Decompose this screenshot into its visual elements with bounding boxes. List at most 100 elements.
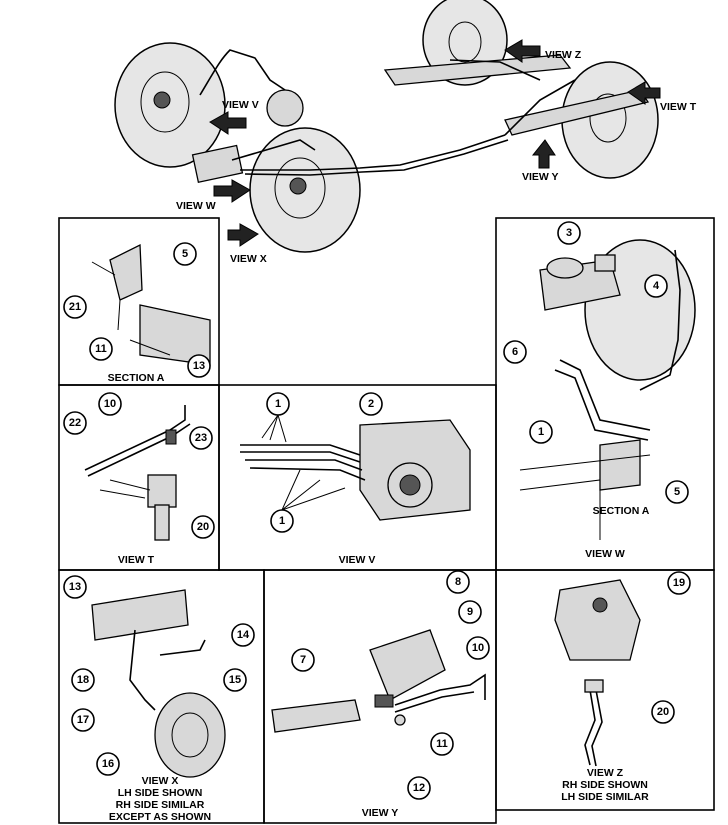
panel-frames	[58, 217, 715, 824]
callout-18: 18	[71, 668, 95, 692]
svg-text:5: 5	[674, 486, 680, 498]
callout-23: 23	[189, 426, 213, 450]
svg-text:23: 23	[195, 432, 207, 444]
svg-text:3: 3	[566, 227, 572, 239]
view-z-caption-line-3: LH SIDE SIMILAR	[561, 791, 649, 803]
callout-5: 5	[173, 242, 197, 266]
svg-text:15: 15	[229, 674, 241, 686]
callout-10: 10	[98, 392, 122, 416]
callout-1-bottom: 1	[270, 509, 294, 533]
abs-module	[191, 144, 244, 184]
callout-20: 20	[191, 515, 215, 539]
svg-text:7: 7	[300, 654, 306, 666]
section-a-caption: SECTION A	[108, 372, 165, 384]
section-a-panel: 5 21 11 13 SECTION A	[63, 242, 211, 384]
callout-6: 6	[503, 340, 527, 364]
callout-22: 22	[63, 411, 87, 435]
svg-text:12: 12	[413, 782, 425, 794]
view-z-arrow: VIEW Z	[504, 39, 582, 63]
view-y-caption: VIEW Y	[362, 807, 399, 819]
callout-2: 2	[359, 392, 383, 416]
callout-13: 13	[63, 575, 87, 599]
svg-text:13: 13	[193, 360, 205, 372]
svg-text:9: 9	[467, 606, 473, 618]
svg-text:16: 16	[102, 758, 114, 770]
axle-bracket	[369, 629, 446, 701]
view-w-panel: SECTION A 3 4 6 1 5 VIEW W	[503, 221, 696, 560]
view-z-label: VIEW Z	[545, 49, 582, 61]
svg-text:10: 10	[104, 398, 116, 410]
callout-17: 17	[71, 708, 95, 732]
view-z-caption-line-2: RH SIDE SHOWN	[562, 779, 648, 791]
svg-text:14: 14	[237, 629, 250, 641]
callout-11: 11	[89, 337, 113, 361]
callout-5: 5	[665, 480, 689, 504]
svg-text:13: 13	[69, 581, 81, 593]
view-w-arrow: VIEW W	[176, 179, 251, 212]
svg-text:1: 1	[538, 426, 544, 438]
callout-12: 12	[407, 776, 431, 800]
rear-frame-section	[271, 699, 361, 733]
callout-1-top: 1	[266, 392, 290, 416]
view-v-arrow: VIEW V	[209, 99, 259, 135]
view-z-frame	[495, 569, 715, 811]
callout-11: 11	[430, 732, 454, 756]
callout-8: 8	[446, 570, 470, 594]
view-t-label: VIEW T	[660, 101, 697, 113]
svg-text:20: 20	[197, 521, 209, 533]
callout-9: 9	[458, 600, 482, 624]
callout-7: 7	[291, 648, 315, 672]
svg-text:2: 2	[368, 398, 374, 410]
callout-21: 21	[63, 295, 87, 319]
view-w-label: VIEW W	[176, 200, 216, 212]
view-w-caption: VIEW W	[585, 548, 625, 560]
brake-caliper	[154, 692, 226, 778]
callout-16: 16	[96, 752, 120, 776]
view-x-caption-line-2: LH SIDE SHOWN	[118, 787, 203, 799]
view-t-caption: VIEW T	[118, 554, 155, 566]
callout-20: 20	[651, 700, 675, 724]
view-y-label: VIEW Y	[522, 171, 559, 183]
callout-13: 13	[187, 354, 211, 378]
svg-text:11: 11	[95, 343, 107, 355]
view-y-panel: 8 9 7 10 11 12 VIEW Y	[271, 570, 490, 819]
view-z-caption: VIEW Z	[587, 767, 624, 779]
svg-text:11: 11	[436, 738, 448, 750]
callout-15: 15	[223, 668, 247, 692]
svg-text:20: 20	[657, 706, 669, 718]
hose-bracket	[147, 474, 177, 508]
front-left-tire	[114, 42, 226, 168]
callout-1: 1	[529, 420, 553, 444]
view-x-caption-line-4: EXCEPT AS SHOWN	[109, 811, 211, 823]
brake-booster	[266, 89, 304, 127]
svg-text:1: 1	[279, 515, 285, 527]
view-y-arrow: VIEW Y	[522, 139, 559, 183]
view-x-arrow: VIEW X	[227, 223, 267, 265]
view-v-caption: VIEW V	[339, 554, 376, 566]
rear-frame-rail	[383, 54, 572, 86]
view-x-caption: VIEW X	[142, 775, 179, 787]
svg-text:19: 19	[673, 577, 685, 589]
view-t-arrow: VIEW T	[627, 81, 697, 113]
svg-text:5: 5	[182, 248, 188, 260]
svg-text:8: 8	[455, 576, 461, 588]
callout-10: 10	[466, 636, 490, 660]
overview-illustration: VIEW V VIEW W VIEW X VIEW Z VIEW T VIEW …	[114, 0, 697, 265]
view-z-panel: 19 20 VIEW Z RH SIDE SHOWN LH SIDE SIMIL…	[554, 571, 691, 803]
svg-text:1: 1	[275, 398, 281, 410]
svg-text:18: 18	[77, 674, 89, 686]
svg-text:22: 22	[69, 417, 81, 429]
svg-text:10: 10	[472, 642, 484, 654]
rear-brake-caliper	[554, 579, 641, 661]
callout-19: 19	[667, 571, 691, 595]
callout-3: 3	[557, 221, 581, 245]
view-t-frame	[58, 384, 220, 571]
frame-bracket	[91, 589, 189, 641]
view-t-panel: 10 22 23 20 VIEW T	[63, 392, 215, 566]
callout-14: 14	[231, 623, 255, 647]
svg-text:21: 21	[69, 301, 81, 313]
svg-text:4: 4	[653, 280, 660, 292]
view-v-label: VIEW V	[222, 99, 259, 111]
view-x-panel: 13 14 18 15 17 16 VIEW X LH SIDE SHOWN R…	[63, 575, 255, 823]
